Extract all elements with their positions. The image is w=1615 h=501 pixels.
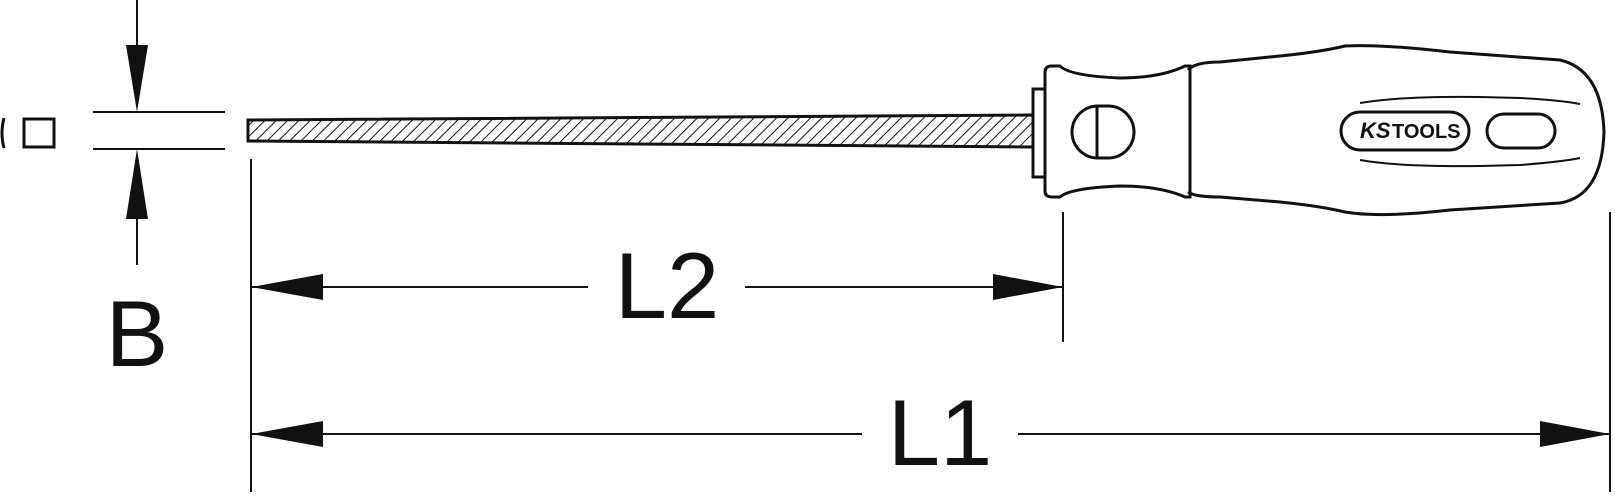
width-label: B: [106, 281, 169, 386]
arrow-left-icon: [251, 274, 323, 300]
blade-length-dimension: L2: [251, 233, 1063, 338]
brand-logo: KS TOOLS: [1339, 110, 1471, 152]
arrow-left-icon: [251, 421, 323, 447]
file-handle: KS TOOLS: [1186, 44, 1606, 217]
arrow-up-icon: [126, 149, 148, 219]
svg-text:TOOLS: TOOLS: [1392, 121, 1461, 143]
file-blade: [246, 113, 1035, 149]
width-dimension: B: [93, 0, 225, 386]
total-length-dimension: L1: [251, 380, 1610, 485]
arrow-right-icon: [1540, 421, 1610, 447]
total-length-label: L1: [888, 380, 993, 485]
blade-length-label: L2: [615, 233, 720, 338]
arrow-down-icon: [126, 45, 148, 112]
svg-text:KS: KS: [1360, 118, 1391, 143]
square-section-icon: [0, 117, 56, 149]
arrow-right-icon: [993, 274, 1063, 300]
handle-collar: [1031, 64, 1192, 199]
